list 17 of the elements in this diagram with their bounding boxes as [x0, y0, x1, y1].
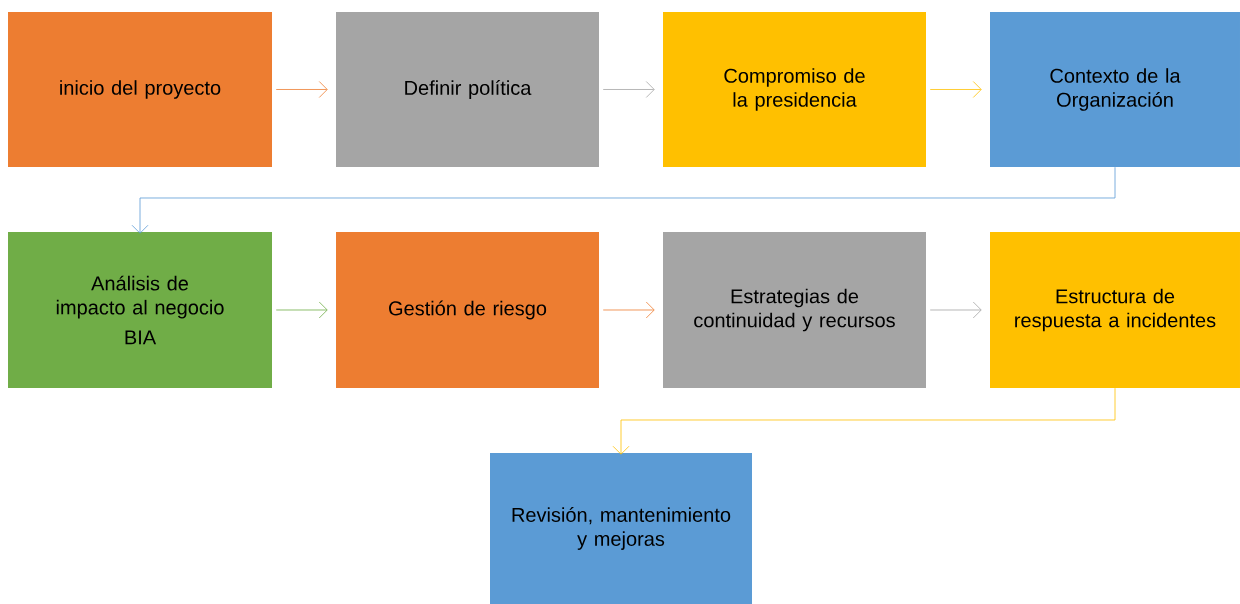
- process-box: Contexto de la Organización: [990, 12, 1240, 167]
- arrow: [602, 81, 655, 98]
- process-box: Estructura de respuesta a incidentes: [990, 232, 1240, 388]
- process-box: inicio del proyecto: [8, 12, 272, 167]
- arrow: [275, 81, 328, 98]
- arrow: [602, 301, 655, 319]
- process-box: Definir política: [336, 12, 599, 167]
- arrow: [131, 166, 1116, 234]
- process-box: Estrategias de continuidad y recursos: [663, 232, 926, 388]
- arrow: [612, 387, 1116, 455]
- process-box: Gestión de riesgo: [336, 232, 599, 388]
- arrow: [929, 81, 982, 98]
- process-box: Compromiso de la presidencia: [663, 12, 926, 167]
- process-box: Revisión, mantenimiento y mejoras: [490, 453, 752, 604]
- arrow: [929, 301, 982, 319]
- arrow: [275, 301, 328, 319]
- process-box: Análisis de impacto al negocio BIA: [8, 232, 272, 388]
